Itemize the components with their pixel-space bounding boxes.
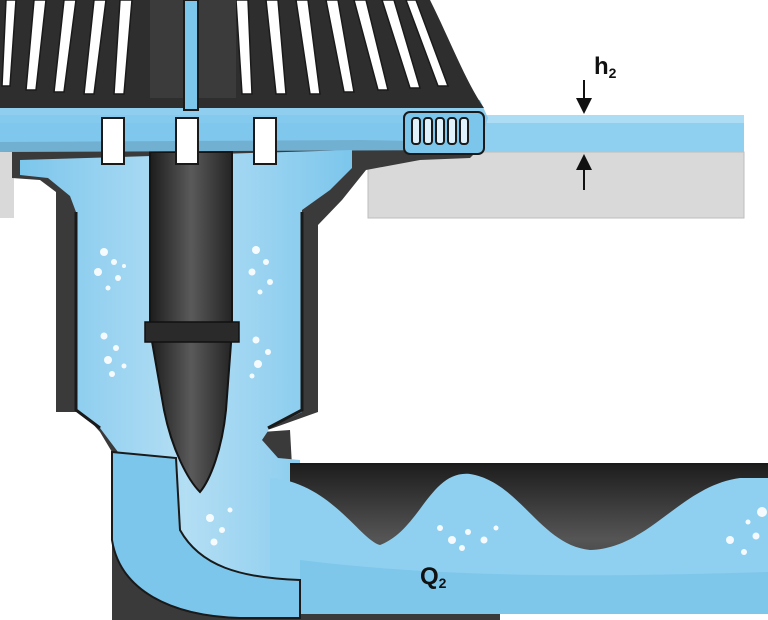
elbow-bend: [111, 450, 301, 619]
h2-label-subscript: 2: [609, 65, 617, 81]
chamber-wall-right: [267, 212, 304, 430]
h2-label: h2: [594, 53, 617, 81]
air-bubbles: [94, 246, 767, 555]
outlet-water-sheen: [300, 560, 768, 614]
q2-label: Q2: [420, 563, 447, 591]
q2-label-subscript: 2: [439, 575, 447, 591]
roof-slab-left: [0, 152, 14, 218]
flange-slot-3: [253, 117, 277, 165]
h2-arrow-bottom-head: [576, 154, 592, 170]
flange-slot-2: [175, 117, 199, 165]
clamp-ring-teeth: [411, 117, 469, 145]
chamber-wall-left: [74, 212, 101, 430]
leaf-guard-spindle: [183, 0, 199, 111]
leaf-guard-slots: [1, 0, 450, 95]
flange-slot-1: [101, 117, 125, 165]
cone-collar: [144, 321, 240, 343]
h2-label-main: h: [594, 53, 609, 80]
roof-slab-right: [367, 151, 745, 219]
q2-label-main: Q: [420, 563, 439, 590]
h2-arrow-top-head: [576, 98, 592, 114]
